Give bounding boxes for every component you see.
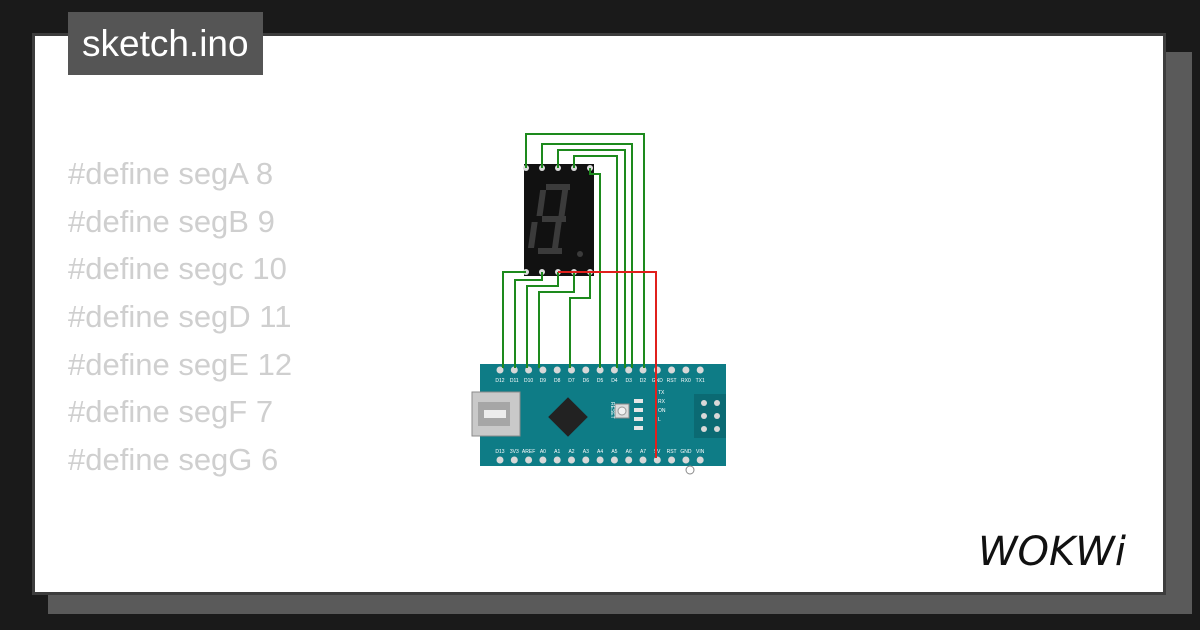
header-pin[interactable] bbox=[682, 456, 690, 464]
header-pin[interactable] bbox=[682, 366, 690, 374]
power-wire bbox=[558, 271, 657, 458]
led-icon bbox=[634, 399, 643, 403]
pin-label: RST bbox=[667, 378, 677, 384]
header-pin[interactable] bbox=[639, 366, 647, 374]
file-tab[interactable]: sketch.ino bbox=[68, 12, 263, 75]
header-pin[interactable] bbox=[610, 456, 618, 464]
code-line: #define segD 11 bbox=[68, 299, 292, 335]
header-pin[interactable] bbox=[510, 456, 518, 464]
header-pin[interactable] bbox=[610, 366, 618, 374]
icsp-header bbox=[694, 394, 726, 438]
header-pin[interactable] bbox=[582, 366, 590, 374]
code-line: #define segF 7 bbox=[68, 394, 274, 430]
pin-label: A3 bbox=[583, 449, 589, 455]
pin-label: D2 bbox=[640, 378, 647, 384]
code-line: #define segB 9 bbox=[68, 203, 275, 239]
header-pin[interactable] bbox=[625, 456, 633, 464]
header-pin[interactable] bbox=[553, 456, 561, 464]
code-line: #define segG 6 bbox=[68, 442, 279, 478]
pin-label: D3 bbox=[625, 378, 632, 384]
pin-label: GND bbox=[680, 449, 692, 455]
pin-label: 5V bbox=[654, 449, 661, 455]
seven-segment-display[interactable] bbox=[523, 164, 594, 276]
mcu-chip-icon bbox=[548, 397, 588, 437]
pin-label: D11 bbox=[510, 378, 519, 384]
header-pin[interactable] bbox=[525, 456, 533, 464]
pin-label: D6 bbox=[583, 378, 590, 384]
pin-label: A7 bbox=[640, 449, 646, 455]
circuit-diagram: RESET TX RX ON L D12 D11 D10 D9 D8 D7 D6 D5 D4 D3… bbox=[471, 133, 726, 475]
header-pin[interactable] bbox=[696, 456, 704, 464]
reset-label: RESET bbox=[609, 402, 615, 419]
pin-label: D8 bbox=[554, 378, 561, 384]
wokwi-logo[interactable]: WOKWi bbox=[976, 527, 1151, 575]
pin-label: D9 bbox=[540, 378, 547, 384]
pin-label: D5 bbox=[597, 378, 604, 384]
header-pin[interactable] bbox=[668, 456, 676, 464]
signal-wires bbox=[502, 133, 645, 368]
code-line: #define segA 8 bbox=[68, 156, 274, 191]
header-pin[interactable] bbox=[596, 366, 604, 374]
mount-hole bbox=[685, 465, 695, 475]
pin-label: VIN bbox=[696, 449, 705, 455]
pin-label: A5 bbox=[611, 449, 617, 455]
header-pin[interactable] bbox=[653, 366, 661, 374]
led-label: L bbox=[658, 417, 661, 423]
header-pin[interactable] bbox=[582, 456, 590, 464]
header-pin[interactable] bbox=[539, 366, 547, 374]
header-pin[interactable] bbox=[553, 366, 561, 374]
pin-label: A4 bbox=[597, 449, 603, 455]
header-pin[interactable] bbox=[625, 366, 633, 374]
led-icon bbox=[634, 408, 643, 412]
pin-label: D10 bbox=[524, 378, 533, 384]
pin-label: A6 bbox=[626, 449, 632, 455]
led-label: RX bbox=[658, 399, 666, 405]
led-icon bbox=[634, 417, 643, 421]
header-pin[interactable] bbox=[496, 366, 504, 374]
header-pin[interactable] bbox=[568, 456, 575, 464]
pin-label: AREF bbox=[522, 449, 535, 455]
header-pin[interactable] bbox=[539, 456, 547, 464]
pin-label: A1 bbox=[554, 449, 560, 455]
pin-label: GND bbox=[652, 378, 664, 384]
pin-label: TX1 bbox=[696, 378, 705, 384]
header-pin[interactable] bbox=[596, 456, 604, 464]
arduino-nano-board[interactable]: RESET TX RX ON L D12 D11 D10 D9 D8 D7 D6 D5 D4 D3… bbox=[471, 364, 726, 475]
header-pin[interactable] bbox=[653, 456, 661, 464]
pin-label: A0 bbox=[540, 449, 546, 455]
pin-label: D13 bbox=[495, 449, 504, 455]
led-label: TX bbox=[658, 390, 665, 396]
header-pin[interactable] bbox=[696, 366, 704, 374]
led-icon bbox=[634, 426, 643, 430]
pin-label: D4 bbox=[611, 378, 618, 384]
pin-label: A2 bbox=[568, 449, 574, 455]
header-pin[interactable] bbox=[568, 366, 575, 374]
svg-text:WOKWi: WOKWi bbox=[978, 529, 1126, 575]
header-pin[interactable] bbox=[639, 456, 647, 464]
header-pin[interactable] bbox=[496, 456, 504, 464]
pin-label: D7 bbox=[568, 378, 575, 384]
header-pin[interactable] bbox=[668, 366, 676, 374]
segments bbox=[528, 184, 583, 257]
header-pin[interactable] bbox=[525, 366, 533, 374]
usb-connector-icon bbox=[471, 391, 521, 437]
led-label: ON bbox=[658, 408, 666, 414]
pin-label: RX0 bbox=[681, 378, 691, 384]
pin-label: D12 bbox=[495, 378, 504, 384]
code-line: #define segE 12 bbox=[68, 346, 293, 382]
pin-label: 3V3 bbox=[510, 449, 519, 455]
header-pin[interactable] bbox=[510, 366, 518, 374]
pin-label: RST bbox=[667, 449, 677, 455]
code-line: #define segc 10 bbox=[68, 251, 287, 287]
code-snippet: #define segA 8 #define segB 9 #define se… bbox=[68, 150, 292, 484]
